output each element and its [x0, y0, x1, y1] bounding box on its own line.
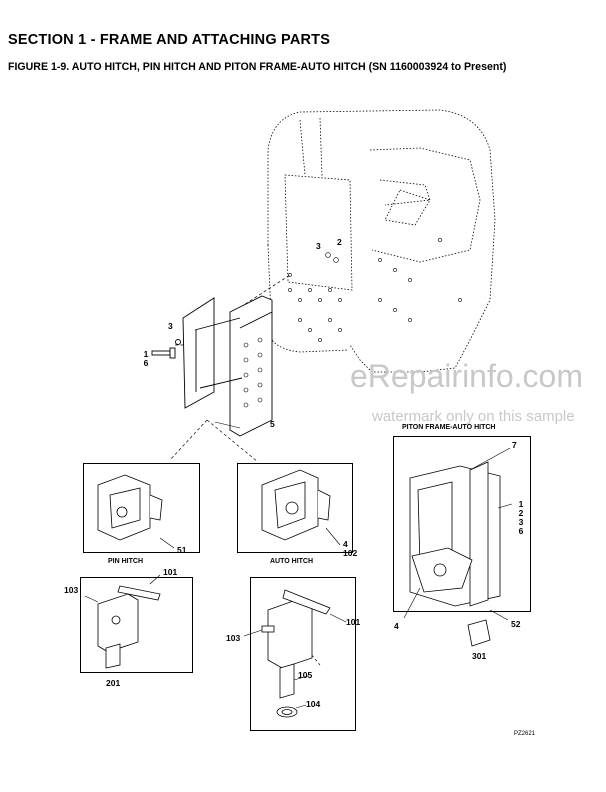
auto-hitch-assembly-art	[261, 589, 331, 718]
callout-105: 105	[298, 670, 313, 680]
hitch-frame	[182, 295, 273, 437]
callout-51: 51	[177, 545, 187, 555]
callout-103-pin: 103	[64, 585, 79, 595]
pin-hitch-assembly-art	[97, 585, 161, 669]
callout-7: 7	[512, 440, 517, 450]
watermark-notice: watermark only on this sample	[372, 408, 575, 425]
callout-301: 301	[472, 651, 487, 661]
watermark-logo-text: eRepairinfo.com	[350, 358, 583, 394]
pin-hitch-caption: PIN HITCH	[108, 558, 143, 565]
callout-1: 1	[143, 349, 149, 359]
callout-102: 102	[343, 548, 358, 558]
piton-frame-art	[409, 461, 501, 647]
auto-hitch-caption: AUTO HITCH	[270, 558, 314, 565]
callout-201: 201	[106, 678, 121, 688]
callout-3-upper: 3	[316, 241, 321, 251]
callout-103-auto: 103	[226, 633, 241, 643]
callout-101-auto: 101	[346, 617, 361, 627]
callout-104: 104	[306, 699, 321, 709]
callout-piton-6: 6	[518, 526, 524, 536]
housing-holes	[288, 238, 462, 342]
callout-piton-3: 3	[518, 517, 524, 527]
piton-frame-caption: PITON FRAME-AUTO HITCH	[402, 424, 496, 431]
callout-piton-2: 2	[518, 508, 524, 518]
callout-5: 5	[270, 419, 275, 429]
callout-2: 2	[337, 237, 342, 247]
transmission-housing	[267, 109, 496, 373]
callout-stack-1-6: 1 6	[142, 350, 150, 368]
callout-6: 6	[143, 358, 149, 368]
pin-hitch-art	[97, 474, 163, 541]
callout-stack-1-2-3-6: 1 2 3 6	[516, 500, 526, 536]
drawing-id: PZ2621	[514, 731, 536, 737]
figure-title: FIGURE 1-9. AUTO HITCH, PIN HITCH AND PI…	[8, 61, 507, 73]
callout-52: 52	[511, 619, 521, 629]
callout-3-left: 3	[168, 321, 173, 331]
auto-hitch-art	[261, 469, 331, 541]
callout-piton-1: 1	[518, 499, 524, 509]
callout-piton-4: 4	[394, 621, 399, 631]
section-title: SECTION 1 - FRAME AND ATTACHING PARTS	[8, 32, 331, 48]
callout-4: 4	[343, 539, 348, 549]
callout-stack-4-102: 4 102	[343, 540, 357, 558]
callout-101-pin: 101	[163, 567, 178, 577]
